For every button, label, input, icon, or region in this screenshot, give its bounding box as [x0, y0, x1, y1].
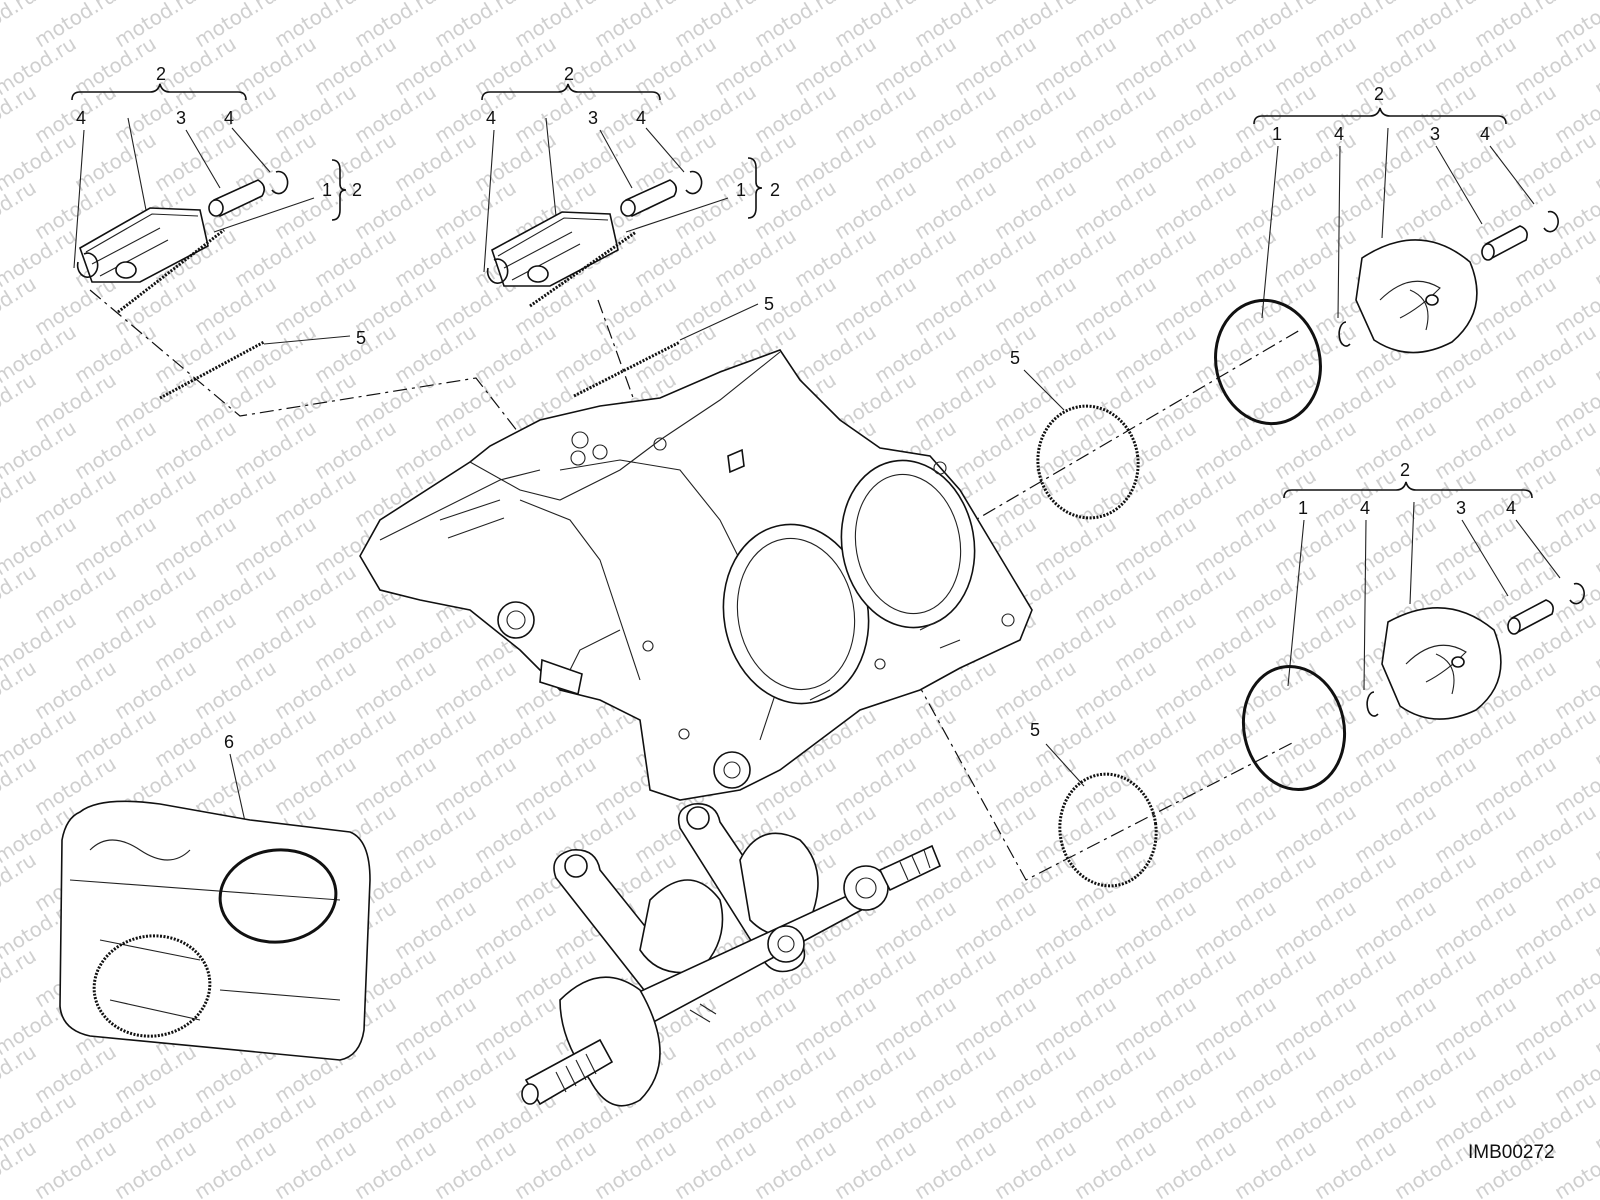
circlip-left: [486, 258, 509, 284]
piston: [1381, 607, 1502, 720]
callout-pin-clip: 4: [224, 108, 234, 128]
piston-ring: [529, 230, 637, 308]
callout-pin: 3: [1456, 498, 1466, 518]
piston: [1355, 239, 1478, 354]
callout-ring: 1: [736, 180, 746, 200]
piston-group-right-upper: 2 1 4 3 4 5: [889, 84, 1559, 571]
callout-bracket: 2: [352, 180, 362, 200]
base-gasket: [159, 340, 265, 400]
circlip: [1366, 691, 1379, 717]
circlip-right: [1543, 210, 1559, 233]
small-brace: [331, 159, 347, 221]
callout-ring: 1: [322, 180, 332, 200]
callout-group: 2: [564, 64, 574, 84]
circlip-left: [76, 252, 99, 278]
callout-gasket: 5: [356, 328, 366, 348]
piston-group-right-lower: 2 1 4 3 4 5: [915, 460, 1585, 888]
piston-group-top-middle: 2 4 3 4 1 2 5: [481, 64, 780, 457]
base-gasket: [573, 340, 681, 398]
callout-clip-a: 4: [1334, 124, 1344, 144]
callout-pin: 3: [1430, 124, 1440, 144]
callout-pin-clip: 4: [636, 108, 646, 128]
callout-clip-b: 4: [1506, 498, 1516, 518]
callout-gasket: 5: [764, 294, 774, 314]
group-brace: [1283, 481, 1533, 499]
cylinder-bore-front: [840, 459, 976, 629]
base-gasket: [1036, 404, 1140, 520]
crankcase: [359, 349, 1033, 801]
piston: [491, 211, 619, 287]
callout-clip-b: 4: [1480, 124, 1490, 144]
piston-ring: [117, 228, 225, 314]
callout-pin: 3: [176, 108, 186, 128]
callout-pin: 3: [588, 108, 598, 128]
callout-gasket-kit: 6: [224, 732, 234, 752]
callout-group: 2: [1374, 84, 1384, 104]
callout-group: 2: [156, 64, 166, 84]
callout-gasket: 5: [1010, 348, 1020, 368]
callout-ring: 1: [1298, 498, 1308, 518]
kit-ring-upper: [218, 848, 338, 944]
watermark-text: motod.ru: [0, 0, 40, 52]
crankshaft-assembly: [521, 803, 942, 1107]
circlip-right: [271, 170, 289, 195]
callout-clip-left: 4: [486, 108, 496, 128]
small-brace: [747, 157, 763, 219]
group-brace: [1253, 107, 1507, 125]
circlip: [1338, 321, 1351, 347]
circlip-right: [685, 170, 703, 195]
circlip-right: [1569, 582, 1585, 605]
gasket-kit: 6: [59, 732, 371, 1061]
kit-gasket-lower: [92, 934, 212, 1038]
drawing-code: IMB00272: [1468, 1142, 1555, 1163]
piston-ring: [1241, 664, 1347, 792]
callout-ring: 1: [1272, 124, 1282, 144]
base-gasket: [1058, 772, 1158, 888]
callout-clip-left: 4: [76, 108, 86, 128]
piston: [79, 207, 209, 283]
callout-clip-a: 4: [1360, 498, 1370, 518]
gasket-kit-bag: [59, 800, 371, 1061]
group-brace: [481, 83, 661, 101]
watermark-text: motod.ru: [1550, 1135, 1600, 1200]
callout-bracket: 2: [770, 180, 780, 200]
piston-ring: [1214, 298, 1322, 426]
callout-group: 2: [1400, 460, 1410, 480]
callout-gasket: 5: [1030, 720, 1040, 740]
piston-group-top-left: 2 4 3 4 1 2 5: [71, 64, 533, 451]
group-brace: [71, 83, 247, 101]
